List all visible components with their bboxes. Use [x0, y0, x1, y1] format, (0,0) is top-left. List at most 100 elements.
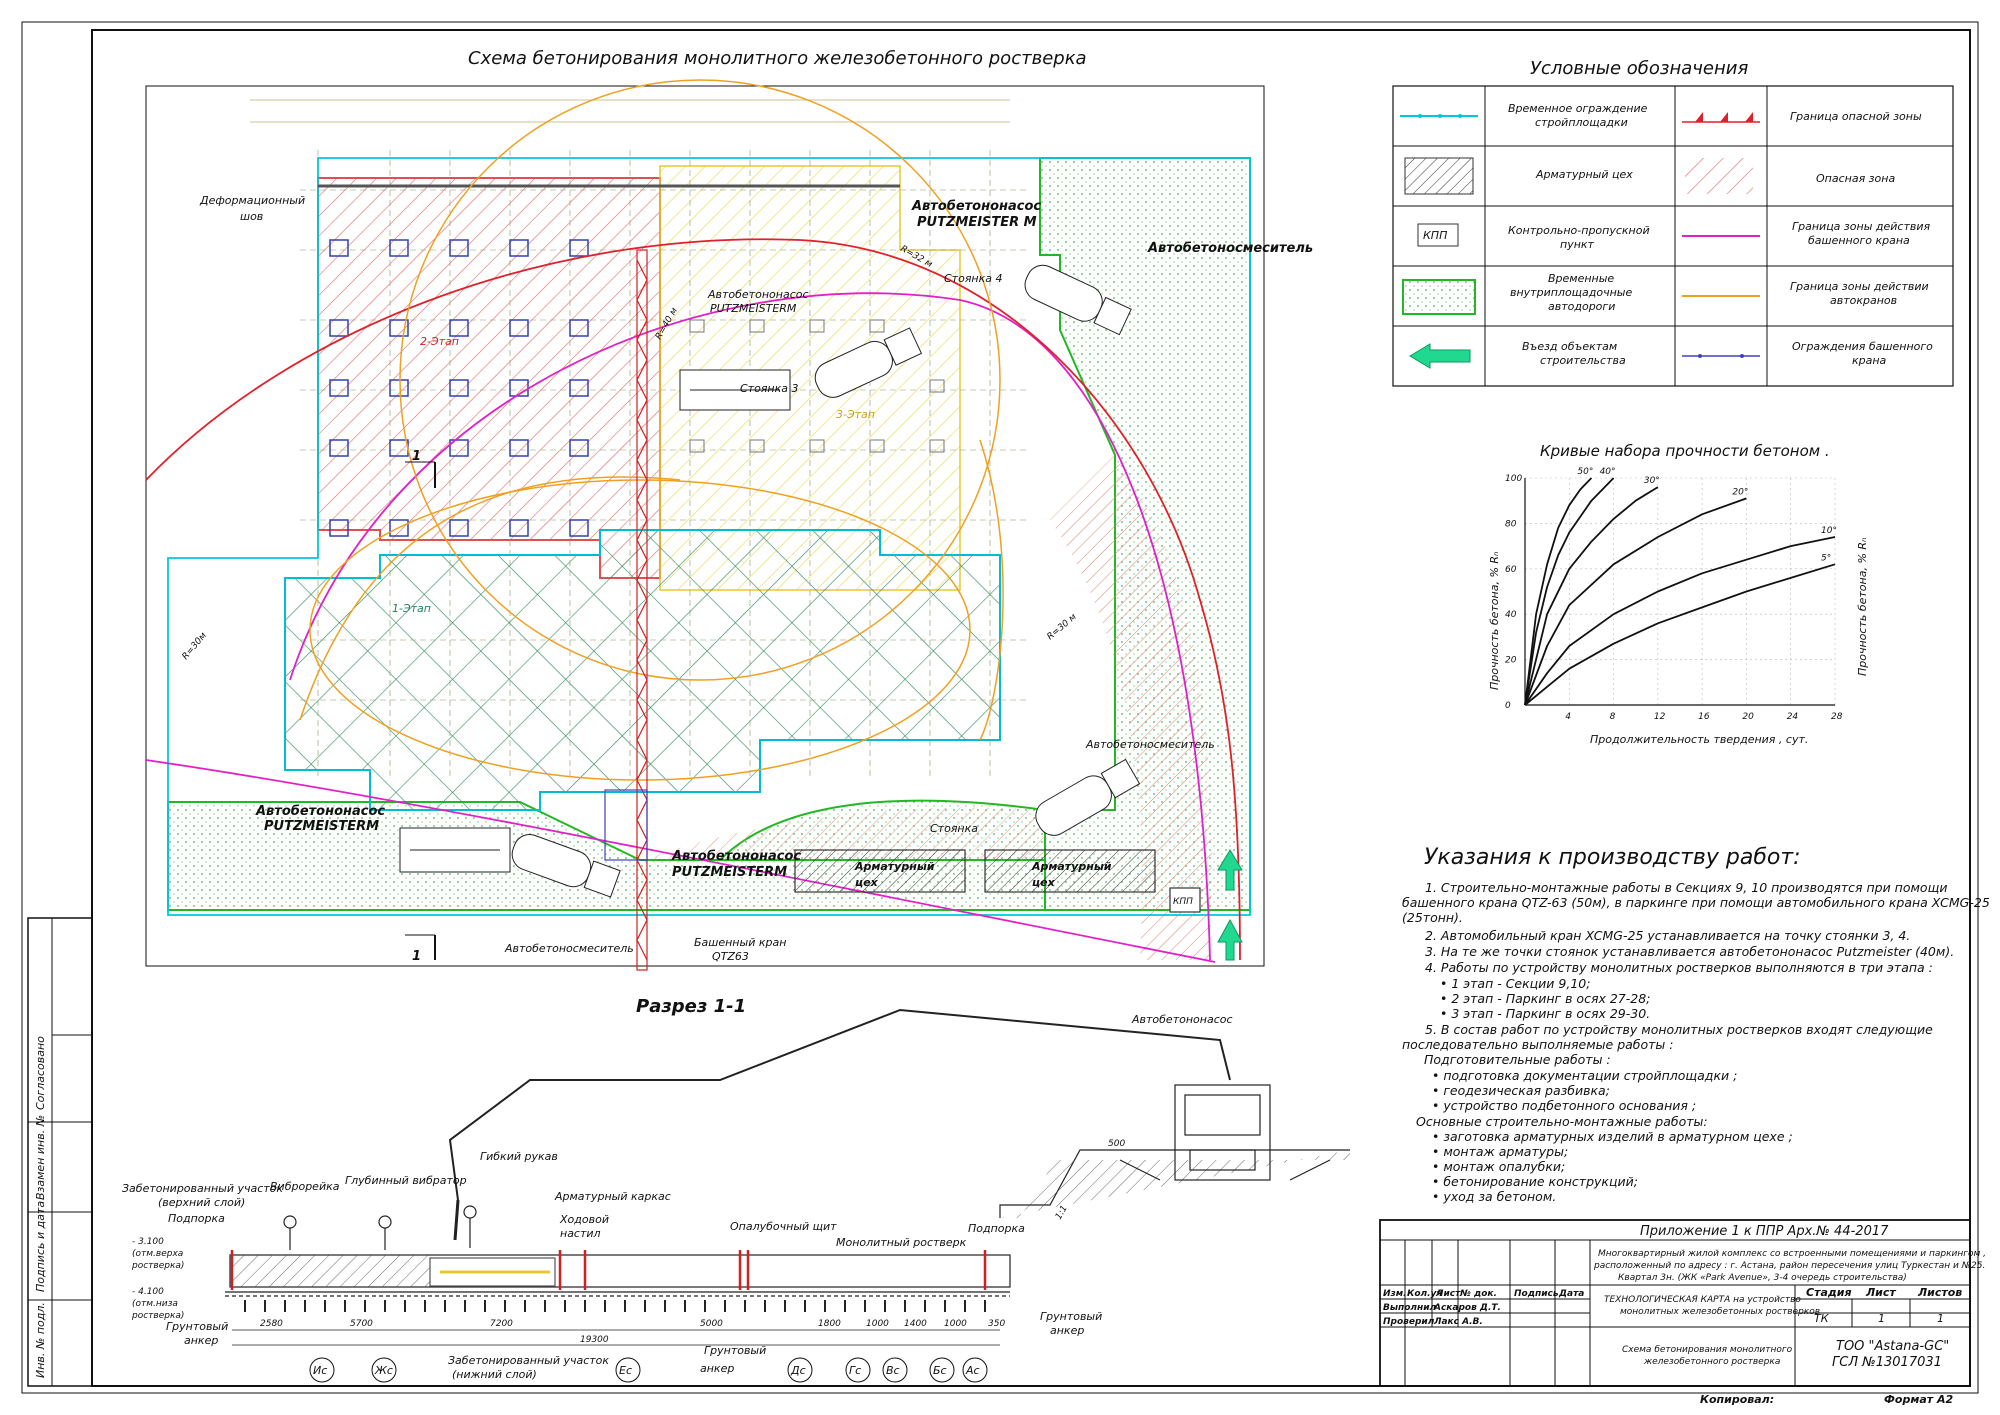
- label-shop-2b: цех: [1032, 876, 1056, 889]
- legend-item-5-line-0: Граница зоны действия: [1792, 220, 1930, 233]
- label-pump-left-1: Автобетононасос: [255, 804, 385, 819]
- y-tick-0: 0: [1505, 701, 1511, 711]
- stamp-sheet-2: железобетонного ростверка: [1643, 1357, 1780, 1367]
- sec-hose: Гибкий рукав: [480, 1150, 558, 1163]
- entry-arrow-2: [1217, 918, 1243, 961]
- side-inv: Инв. № подл.: [34, 1302, 47, 1378]
- sec-lvl2-a: - 4.100: [132, 1287, 164, 1297]
- label-cut-mark-bottom: 1: [412, 949, 421, 964]
- dim-4: 1800: [818, 1319, 841, 1329]
- stamp-head-2: Лист: [1435, 1289, 1461, 1299]
- axis-0: Ис: [313, 1364, 327, 1377]
- note-line-13: • геодезическая разбивка;: [1432, 1083, 1610, 1098]
- sec-lvl1-b: (отм.верха: [132, 1249, 183, 1259]
- stamp-head-5: Дата: [1558, 1289, 1584, 1299]
- x-tick-20: 20: [1742, 712, 1754, 722]
- danger-zone: [1050, 455, 1212, 960]
- legend-item-0-line-1: стройплощадки: [1535, 116, 1628, 129]
- sec-rebar-frame: Арматурный каркас: [554, 1190, 671, 1203]
- y-tick-40: 40: [1505, 610, 1517, 620]
- dim-3: 5000: [700, 1319, 723, 1329]
- curve-3: [1524, 497, 1747, 706]
- curve-label-3: 20°: [1732, 487, 1748, 497]
- note-line-17: • монтаж арматуры;: [1432, 1144, 1568, 1159]
- mixer-mid: [814, 327, 923, 398]
- label-r30-left: R=30м: [181, 631, 209, 662]
- x-tick-24: 24: [1787, 712, 1799, 722]
- y-tick-60: 60: [1505, 565, 1517, 575]
- label-stand3: Стоянка 3: [740, 382, 799, 395]
- note-line-15: Основные строительно-монтажные работы:: [1416, 1114, 1708, 1129]
- stamp-lists-v: 1: [1937, 1312, 1944, 1325]
- dim-7: 1000: [944, 1319, 967, 1329]
- chart-title: Кривые набора прочности бетоном .: [1540, 442, 1830, 460]
- sec-deep-vibr: Глубинный вибратор: [345, 1174, 467, 1187]
- legend-kpp-symbol: КПП: [1423, 229, 1447, 242]
- legend-item-8-line-1: строительства: [1540, 354, 1626, 367]
- rebar-shop-2: [984, 849, 1156, 893]
- stamp-list-h: Лист: [1865, 1286, 1896, 1299]
- label-pump-bottom-1: Автобетононасос: [671, 849, 801, 864]
- dim-5: 1000: [866, 1319, 889, 1329]
- outer-frame: [21, 21, 1979, 1394]
- x-tick-8: 8: [1610, 712, 1616, 722]
- chart-grid: [1525, 477, 1836, 706]
- section-labels: Автобетононасос Гибкий рукав Арматурный …: [122, 1013, 1233, 1383]
- side-sign-date: Подпись и дата: [34, 1201, 47, 1292]
- label-shop-2a: Арматурный: [1031, 860, 1112, 873]
- label-r30-right: R=30 м: [1046, 612, 1079, 642]
- curve-0: [1524, 477, 1593, 706]
- stamp-lists-h: Листов: [1917, 1286, 1962, 1299]
- note-line-7: • 2 этап - Паркинг в осях 27-28;: [1440, 991, 1650, 1006]
- danger-boundary: [145, 238, 1241, 961]
- curve-label-4: 10°: [1821, 526, 1837, 536]
- sec-lvl2-b: (отм.низа: [132, 1299, 178, 1309]
- y-tick-80: 80: [1505, 519, 1517, 529]
- x-tick-12: 12: [1654, 712, 1666, 722]
- legend-entry-arrow: [1409, 343, 1471, 369]
- note-line-6: • 1 этап - Секции 9,10;: [1440, 976, 1590, 991]
- label-stage1: 1-Этап: [392, 602, 431, 615]
- note-line-8: • 3 этап - Паркинг в осях 29-30.: [1440, 1006, 1650, 1021]
- note-line-1: башенного крана QTZ-63 (50м), в паркинге…: [1402, 895, 1990, 910]
- stamp-name-1: Аскаров Д.Т.: [1433, 1303, 1501, 1313]
- note-line-12: • подготовка документации стройплощадки …: [1432, 1068, 1737, 1083]
- x-tick-4: 4: [1565, 712, 1571, 722]
- axis-5: Вс: [886, 1364, 900, 1377]
- curve-5: [1524, 563, 1836, 706]
- sec-lvl1-c: ростверка): [131, 1261, 184, 1271]
- stamp-list-v: 1: [1878, 1312, 1885, 1325]
- label-pump-left-2: PUTZMEISTERM: [264, 819, 379, 834]
- stamp-org-2: ГСЛ №13017031: [1832, 1355, 1942, 1370]
- notes-title: Указания к производству работ:: [1424, 845, 1801, 870]
- pump-left: [399, 827, 511, 873]
- label-crane-2: QTZ63: [712, 950, 749, 963]
- legend-title: Условные обозначения: [1530, 58, 1748, 79]
- section-drawing: [225, 1008, 1350, 1346]
- axis-1: Жс: [374, 1364, 393, 1377]
- title-block-text: Приложение 1 к ППР Арх.№ 44-2017 Многокв…: [1383, 1224, 1986, 1406]
- mixer-bottom: [511, 834, 621, 898]
- legend-item-5-line-1: башенного крана: [1808, 234, 1910, 247]
- axis-6: Бс: [933, 1364, 947, 1377]
- sec-prop-1: Подпорка: [168, 1212, 225, 1225]
- stamp-role-2: Проверил: [1383, 1317, 1435, 1327]
- sec-prop-2: Подпорка: [968, 1222, 1025, 1235]
- x-tick-16: 16: [1698, 712, 1710, 722]
- curve-label-5: 5°: [1821, 553, 1831, 563]
- legend-item-6-line-0: Временные: [1548, 272, 1614, 285]
- sec-dim-500: 500: [1108, 1139, 1125, 1149]
- axis-3: Дс: [790, 1364, 806, 1377]
- stamp-head-1: Кол.уч: [1407, 1289, 1443, 1299]
- stamp-head-4: Подпись: [1514, 1289, 1559, 1299]
- label-deform-joint-1: Деформационный: [199, 194, 305, 207]
- label-kpp: КПП: [1173, 897, 1193, 907]
- workers: [283, 1205, 477, 1250]
- label-crane-1: Башенный кран: [694, 936, 786, 949]
- label-pump-top-2: PUTZMEISTERM: [710, 302, 797, 315]
- note-line-16: • заготовка арматурных изделий в арматур…: [1432, 1129, 1793, 1144]
- pump-truck: [1119, 1084, 1331, 1181]
- side-stamp: Согласовано Взамен инв. № Подпись и дата…: [27, 917, 93, 1387]
- legend: КПП Временное ограждение стройплощадки Г…: [1392, 85, 1954, 387]
